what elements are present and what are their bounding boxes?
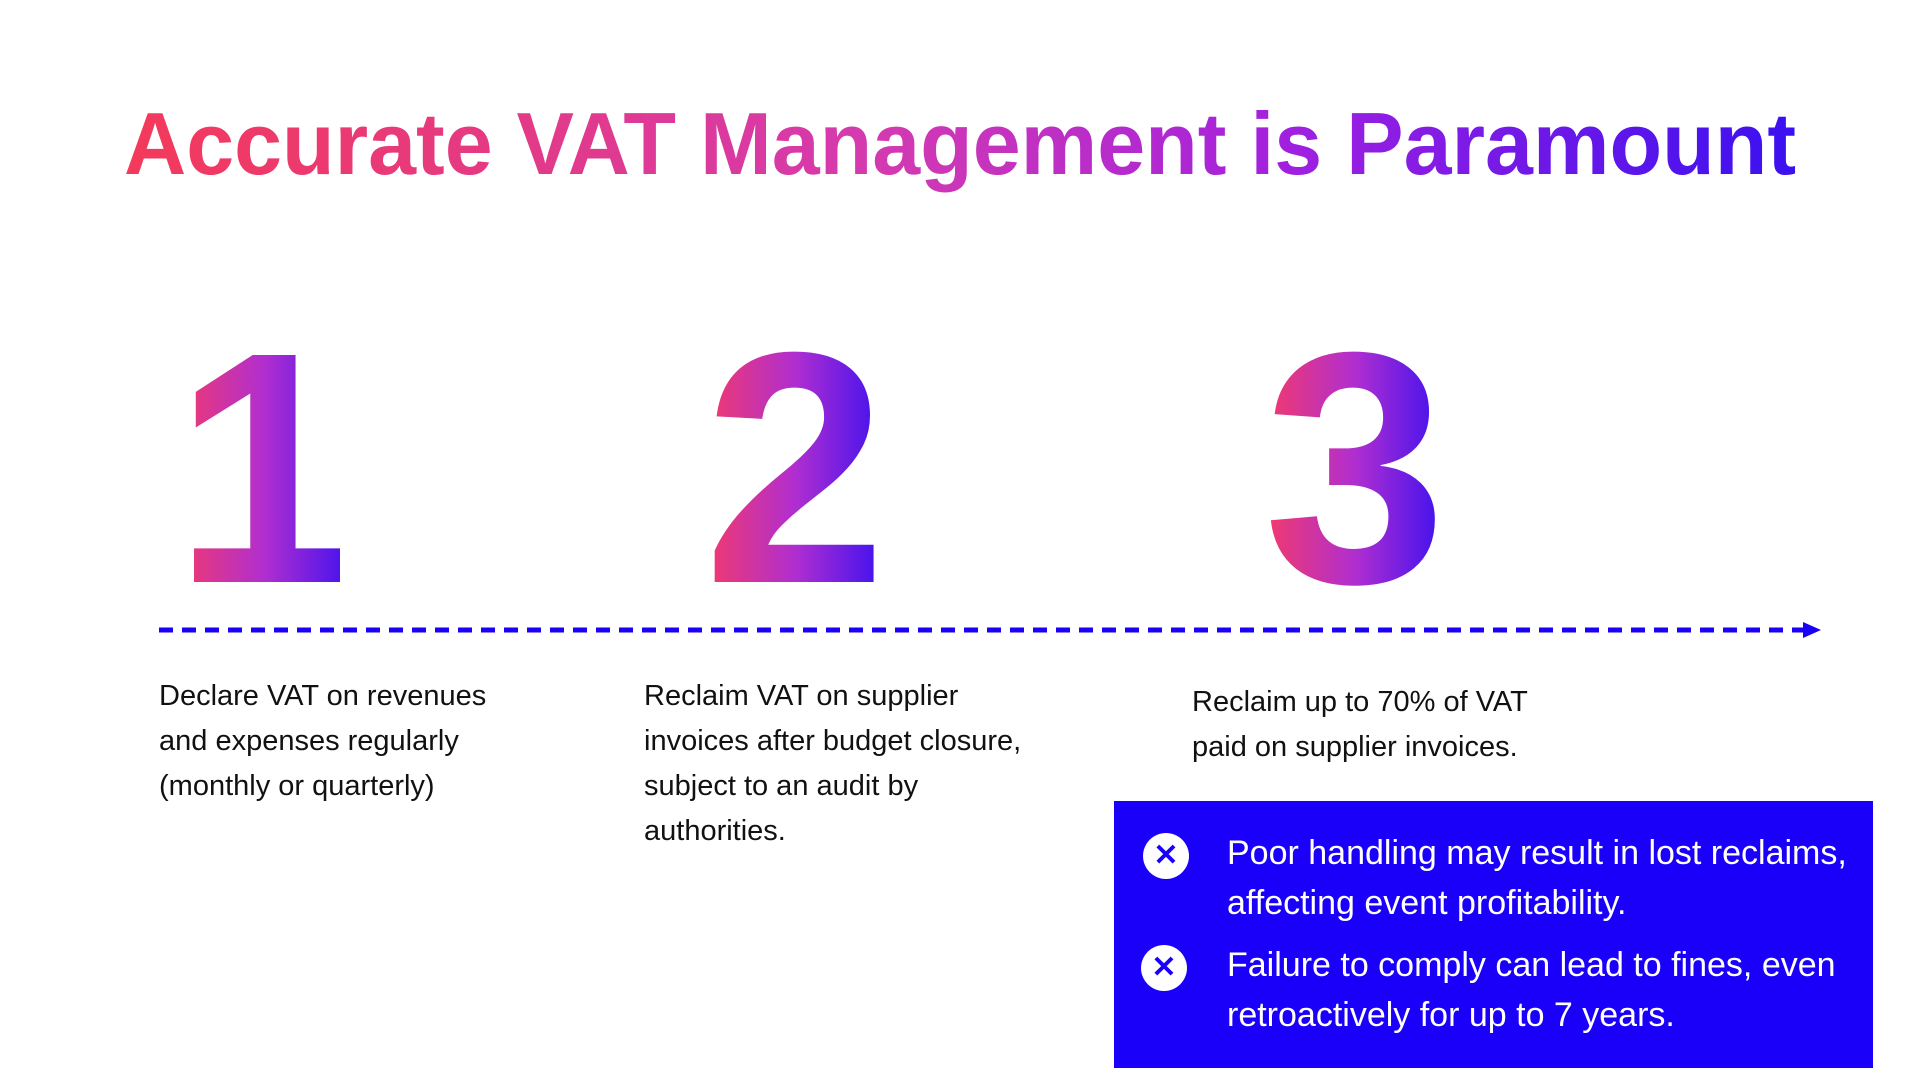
svg-text:1: 1 bbox=[190, 320, 340, 590]
step-number-2: 2 bbox=[703, 320, 887, 590]
svg-text:2: 2 bbox=[703, 320, 887, 590]
step-number-1: 1 bbox=[190, 320, 340, 590]
svg-text:3: 3 bbox=[1263, 320, 1447, 590]
page-title: Accurate VAT Management is Paramount bbox=[124, 94, 1796, 193]
step-number-3: 3 bbox=[1263, 320, 1447, 590]
warning-text: Poor handling may result in lost reclaim… bbox=[1227, 834, 1847, 922]
x-circle-icon: ✕ bbox=[1143, 833, 1189, 879]
timeline-arrow bbox=[159, 622, 1821, 638]
warning-text: Failure to comply can lead to fines, eve… bbox=[1227, 946, 1836, 1034]
title-text: Accurate VAT Management is Paramount bbox=[124, 94, 1796, 193]
step-1-text: Declare VAT on revenues and expenses reg… bbox=[159, 680, 487, 802]
step-3-text: Reclaim up to 70% of VAT paid on supplie… bbox=[1192, 686, 1528, 763]
step-2-text: Reclaim VAT on supplier invoices after b… bbox=[644, 680, 1022, 847]
x-circle-icon: ✕ bbox=[1141, 945, 1187, 991]
warning-box: ✕ Poor handling may result in lost recla… bbox=[1114, 801, 1873, 1068]
